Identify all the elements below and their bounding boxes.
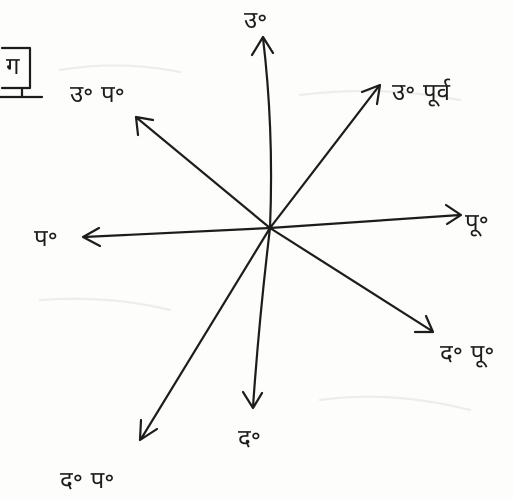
north-arrow — [250, 35, 275, 230]
label-south-west: द॰ प॰ — [60, 466, 114, 494]
label-north: उ॰ — [244, 6, 267, 34]
paper-texture — [38, 64, 472, 412]
east-arrow — [268, 203, 463, 230]
label-south: द॰ — [238, 424, 261, 452]
south-east-arrow — [268, 226, 435, 334]
label-west: प॰ — [34, 224, 58, 252]
north-east-arrow — [268, 83, 382, 230]
label-east: पू॰ — [465, 208, 489, 237]
label-south-east: द॰ पू॰ — [440, 339, 494, 368]
label-north-west: उ॰ प॰ — [70, 80, 125, 108]
south-west-arrow — [138, 226, 272, 442]
corner-mark: ग — [0, 46, 44, 99]
south-arrow — [241, 226, 272, 410]
north-west-arrow — [134, 115, 272, 230]
corner-mark-label: ग — [6, 52, 20, 80]
west-arrow — [81, 226, 272, 248]
label-north-east: उ॰ पूर्व — [392, 78, 451, 107]
